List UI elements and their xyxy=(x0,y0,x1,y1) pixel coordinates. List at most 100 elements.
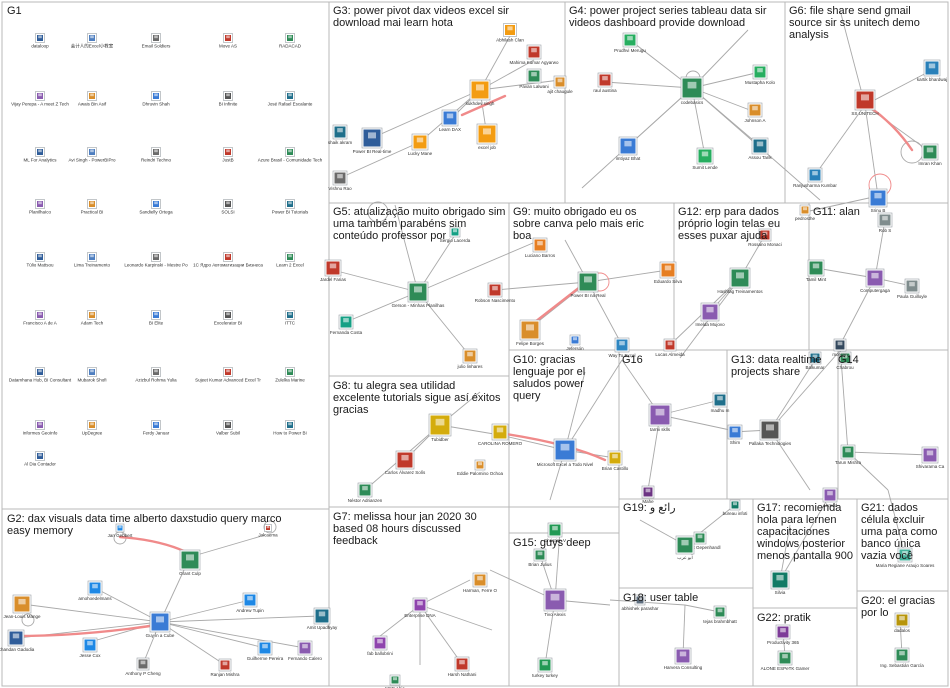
g20-node[interactable]: dadalos xyxy=(894,612,911,633)
g18-node[interactable]: Harvera Consulting xyxy=(664,647,703,670)
g4-node[interactable]: Mustapha Kolo xyxy=(745,64,776,85)
g21-node[interactable]: Maria Regiane Araujo Soares xyxy=(876,547,936,568)
g13-node[interactable]: tarmi sklls xyxy=(648,403,672,432)
g1-node[interactable]: JustB xyxy=(222,147,234,163)
g1-node[interactable]: Sandielly Ortega xyxy=(139,199,173,215)
g1-node[interactable]: BI Infinite xyxy=(219,91,238,107)
g1-node[interactable]: Mubarok Shofi xyxy=(77,367,107,383)
g1-node[interactable]: Ferdy Januar xyxy=(143,420,170,436)
g1-node[interactable]: Adam Tech xyxy=(81,310,104,326)
g7-node[interactable]: Harman, Ferre O xyxy=(463,572,498,593)
g7-node[interactable]: Enterprise DNA xyxy=(404,597,436,618)
g4-node[interactable]: imtiyaz Bhat xyxy=(616,136,641,161)
g11-node[interactable]: Tamil Mint xyxy=(806,259,827,282)
g2-node[interactable]: Guilherme Pereira xyxy=(247,640,284,661)
g1-node[interactable]: Vijay Perepa - A meet Z Tech xyxy=(11,91,69,107)
g15-node[interactable]: Brian Julius xyxy=(528,548,552,567)
g4-node[interactable]: Johnson A xyxy=(744,102,766,123)
g19-node[interactable]: أبو عرب xyxy=(675,535,695,561)
g4-node[interactable]: codebasics xyxy=(680,76,704,105)
g8-node[interactable]: Brian Castillo xyxy=(602,450,629,471)
g8-node[interactable]: Tubidber xyxy=(428,413,452,442)
g1-node[interactable]: Túlio Mattsou xyxy=(26,252,54,268)
g9-node[interactable]: Robson Nascimento xyxy=(475,282,516,303)
g2-node[interactable]: Guy in a Cube xyxy=(146,611,175,638)
g3-node[interactable]: sukhdev singh xyxy=(466,79,495,106)
g1-node[interactable]: ITTC xyxy=(285,310,296,326)
g14-node[interactable]: Tarun Mishra xyxy=(835,444,862,465)
g5-node[interactable]: Jardel Farias xyxy=(320,259,347,282)
g5-node[interactable]: julio linhares xyxy=(456,348,483,369)
g1-node[interactable]: José Rafael Escalante xyxy=(268,91,313,107)
g13-node[interactable]: madhu m xyxy=(711,392,730,413)
g2-node[interactable]: Andrew Tupin xyxy=(236,592,264,613)
g1-node[interactable]: 会计人的Excel小教室 xyxy=(71,33,114,50)
g8-node[interactable]: Néstor Adrianzen xyxy=(348,482,383,503)
g1-node[interactable]: dataloop xyxy=(31,33,49,49)
g9-node[interactable]: Luciano Barros xyxy=(525,237,556,258)
g9-node[interactable]: Felipe Borges xyxy=(516,319,545,346)
g12-node[interactable]: Hashtag Treinamentos xyxy=(717,267,763,294)
g8-node[interactable]: Microsoft Excel a Todo Nivel xyxy=(537,438,593,467)
g18-node[interactable]: abhishek parashar xyxy=(621,594,659,611)
g6-node[interactable]: kartik bhardwaj xyxy=(917,59,947,82)
g11-node[interactable]: Paula Guilloyle xyxy=(897,278,928,299)
g3-node[interactable]: shaik akram xyxy=(328,124,353,145)
g1-node[interactable]: Awais Bin Asif xyxy=(78,91,107,107)
g1-node[interactable]: 1C Ядро Автоматизации Бизнеса xyxy=(193,252,263,268)
g1-node[interactable]: ML For Analytics xyxy=(23,147,57,163)
g15-node[interactable]: Christian V xyxy=(544,522,566,543)
g19-node[interactable]: Mahe xyxy=(641,485,655,504)
g3-node[interactable]: Abhilash Clan xyxy=(496,23,524,43)
g17-node[interactable]: Lennart Gepenhandl xyxy=(679,531,721,550)
g1-node[interactable]: Datamhana Hub, BI Consultant xyxy=(9,367,72,383)
g12-node[interactable]: Imelda Mujovo xyxy=(695,302,725,327)
g18-node[interactable]: tejas brahmbhatt xyxy=(703,605,738,624)
g1-node[interactable]: PlanilhaIco xyxy=(29,199,52,215)
g2-node[interactable]: Fernando Calero xyxy=(288,640,322,661)
g3-node[interactable]: excel job xyxy=(476,123,498,150)
g6-node[interactable]: pedrosthe xyxy=(795,204,816,221)
g11-node[interactable]: Computergaga xyxy=(860,268,890,293)
g6-node[interactable]: Imran Khan xyxy=(918,143,942,166)
g1-node[interactable]: RADACAD xyxy=(279,33,302,49)
g10-node[interactable]: Way To Excel xyxy=(608,337,636,358)
g1-node[interactable]: Avi Singh - PowerBIPro xyxy=(69,147,116,163)
g7-node[interactable]: fab ballobrini xyxy=(367,635,393,656)
g2-node[interactable]: Amit Upadhyay xyxy=(307,607,338,630)
g1-node[interactable]: Leonardo Karpinski - Mestre Po xyxy=(124,252,188,268)
g13-node[interactable]: Shim xyxy=(727,424,743,445)
g1-node[interactable]: UpDegree xyxy=(82,420,103,436)
g22-node[interactable]: Productivity 365 xyxy=(767,624,800,645)
g3-node[interactable]: Lucky Mane xyxy=(408,133,433,156)
g4-node[interactable]: Assou Tarik xyxy=(748,137,772,160)
g9-node[interactable]: Jefersón xyxy=(566,334,584,351)
g2-node[interactable]: Ranjan Mishra xyxy=(210,658,240,677)
g1-node[interactable]: Informes GeoInfo xyxy=(23,420,58,436)
g1-node[interactable]: How to Power BI xyxy=(273,420,307,436)
g3-node[interactable]: Vishnu Rao xyxy=(328,170,352,191)
g2-node[interactable]: Jan Gebbert xyxy=(108,523,134,538)
g17-node[interactable]: bureau infoti xyxy=(723,499,748,516)
g5-node[interactable]: Fernanda Costa xyxy=(330,314,363,335)
g4-node[interactable]: Sumit Lende xyxy=(692,147,718,170)
g1-node[interactable]: Azizbul Rohma Yulia xyxy=(135,367,177,383)
g9-node[interactable]: Power BI na Real xyxy=(570,271,606,298)
g2-node[interactable]: amohoedelmans xyxy=(78,580,112,601)
g5-node[interactable]: Gerson - Minhas Planilhas xyxy=(392,281,446,308)
g17-node[interactable]: Silvia xyxy=(770,570,790,595)
g3-node[interactable]: Learn DAX xyxy=(439,109,461,132)
g11-node[interactable]: Rob S xyxy=(877,212,893,233)
g1-node[interactable]: Dhruvin Shah xyxy=(142,91,170,107)
g9-node[interactable]: Eduardo Silva xyxy=(654,261,683,284)
g8-node[interactable]: Eddie Palomino Ochoa xyxy=(457,459,504,476)
g1-node[interactable]: Practical BI xyxy=(81,199,104,215)
g1-node[interactable]: Zulelka Marine xyxy=(275,367,305,383)
g1-node[interactable]: Azure Brasil - Comunidade Tech xyxy=(258,147,323,163)
g20-node[interactable]: Ing. Sebastián García xyxy=(880,647,924,668)
g1-node[interactable]: Lima Treinamento xyxy=(74,252,111,268)
g4-node[interactable]: raul austina xyxy=(593,72,617,93)
g22-node[interactable]: ALONE ESPeTK Gamer xyxy=(761,650,810,671)
g12-node[interactable]: Lucas Almeida xyxy=(655,338,685,357)
g1-node[interactable]: Valber Subil xyxy=(216,420,240,436)
